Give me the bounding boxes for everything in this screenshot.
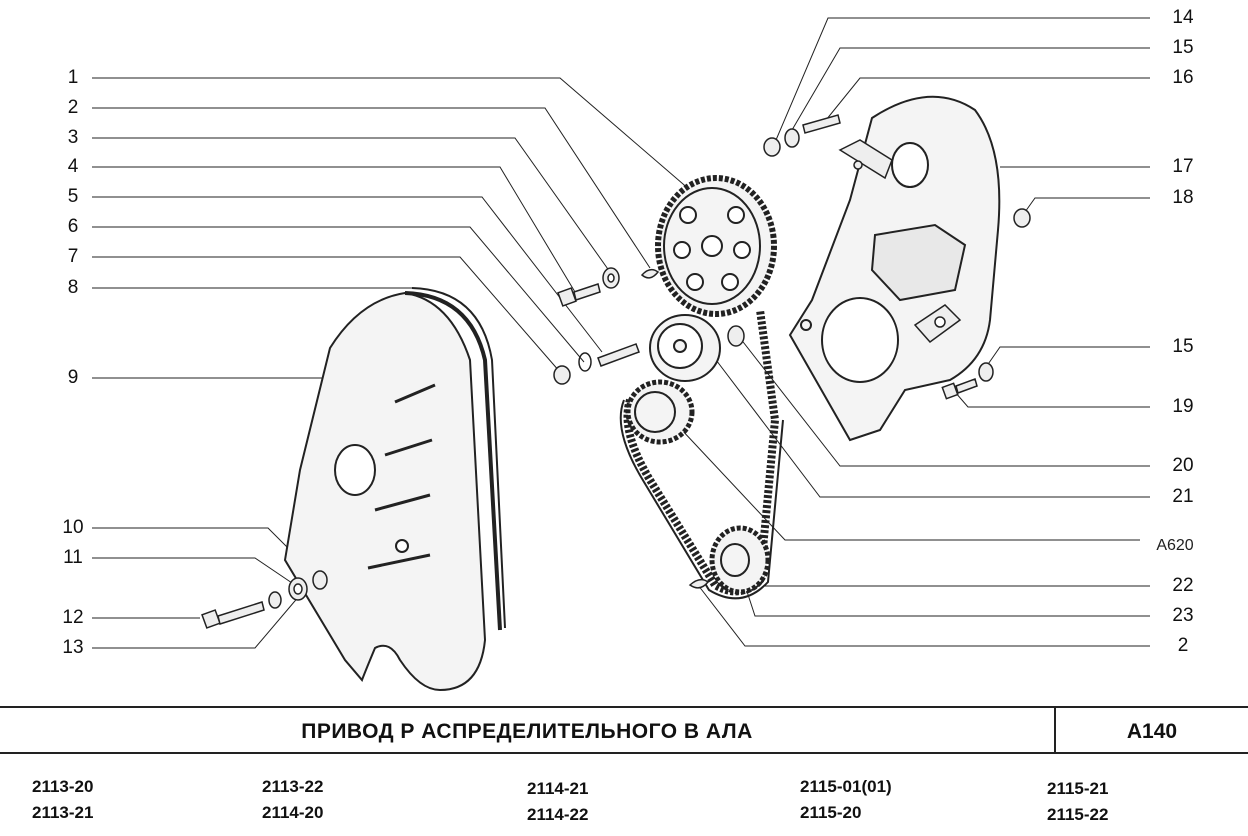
camshaft-pulley	[655, 175, 777, 317]
stud-16	[802, 114, 841, 134]
washer-3	[602, 267, 620, 289]
callout-11: 11	[63, 547, 83, 568]
callout-20: 20	[1172, 455, 1194, 476]
bolt-12	[201, 601, 265, 629]
callout-9: 9	[67, 367, 79, 388]
washer-15b	[978, 362, 994, 382]
leader-1	[92, 77, 691, 191]
washer-15a	[784, 128, 800, 148]
callout-19: 19	[1172, 396, 1194, 417]
callout-2b: 2	[1177, 635, 1189, 656]
title-band: ПРИВОД Р АСПРЕДЕЛИТЕЛЬНОГО В АЛА A140	[0, 706, 1248, 754]
callout-8: 8	[67, 277, 79, 298]
model-code: 2114-21	[527, 779, 589, 798]
callout-15b: 15	[1172, 336, 1194, 357]
callout-21: 21	[1172, 486, 1194, 507]
model-code: 2114-20	[262, 803, 324, 822]
sheet-code: A140	[1126, 720, 1178, 743]
callout-16: 16	[1172, 67, 1194, 88]
model-code: 2113-22	[262, 777, 324, 796]
callout-12: 12	[62, 607, 84, 628]
callout-10: 10	[62, 517, 84, 538]
title-divider	[1054, 708, 1056, 752]
rear-cover	[788, 95, 1001, 442]
figure-code: A620	[1156, 537, 1194, 554]
callout-1: 1	[67, 67, 79, 88]
page-title: ПРИВОД Р АСПРЕДЕЛИТЕЛЬНОГО В АЛА	[301, 720, 753, 743]
leader-15a	[791, 47, 1150, 131]
leader-14	[775, 17, 1150, 141]
model-code: 2113-21	[32, 803, 94, 822]
bushing-18	[1013, 208, 1031, 228]
model-code: 2114-22	[527, 805, 589, 824]
washer-6	[578, 352, 592, 372]
leader-13	[92, 594, 301, 649]
leader-3	[92, 137, 611, 273]
crank-pulley	[709, 525, 771, 595]
leader-2	[92, 107, 651, 269]
leader-4	[92, 166, 576, 293]
model-code: 2115-21	[1047, 779, 1109, 798]
nut-7	[553, 365, 571, 385]
leader-2b	[697, 584, 1150, 647]
idler-pulley	[625, 379, 695, 445]
nut-10	[312, 570, 328, 590]
key-2	[640, 268, 660, 279]
washer-11	[268, 591, 282, 609]
washer-13	[288, 577, 308, 601]
callout-6: 6	[67, 216, 79, 237]
callout-15a: 15	[1172, 37, 1194, 58]
leader-7	[92, 256, 561, 373]
leader-21	[709, 351, 1150, 498]
leader-11	[92, 557, 296, 586]
model-code: 2115-01(01)	[800, 777, 892, 796]
leader-16	[821, 77, 1150, 126]
callout-4: 4	[67, 156, 79, 177]
key-2b	[688, 578, 710, 589]
callout-14: 14	[1172, 7, 1194, 28]
model-code: 2115-22	[1047, 805, 1109, 824]
bracket-19	[913, 304, 962, 344]
callout-13: 13	[62, 637, 84, 658]
callout-7: 7	[67, 246, 79, 267]
front-cover	[283, 287, 506, 692]
leader-18	[1024, 197, 1150, 213]
bolt-4	[557, 283, 601, 307]
nut-14	[763, 137, 781, 157]
leader-23	[739, 569, 1150, 617]
callout-5: 5	[67, 186, 79, 207]
callout-23: 23	[1172, 605, 1194, 626]
bracket-16	[838, 139, 893, 180]
model-code: 2113-20	[32, 777, 94, 796]
washer-20	[727, 325, 745, 347]
diagram-drawing	[92, 17, 1150, 692]
leader-6	[92, 226, 585, 363]
callout-2: 2	[67, 97, 79, 118]
leader-15b	[983, 346, 1150, 371]
leader-A	[679, 427, 1140, 541]
callout-3: 3	[67, 127, 79, 148]
callout-22: 22	[1172, 575, 1194, 596]
leader-10	[92, 527, 319, 579]
callout-17: 17	[1172, 156, 1194, 177]
leader-19	[954, 391, 1150, 408]
bolt-19	[941, 378, 978, 400]
exploded-diagram: 1 2 3 4 5 6 7 8 9 10 11 12 13 14 15 16 1…	[62, 7, 1194, 692]
tensioner-roller	[649, 314, 721, 382]
stud-5	[597, 343, 640, 367]
callout-18: 18	[1172, 187, 1194, 208]
model-code: 2115-20	[800, 803, 862, 822]
